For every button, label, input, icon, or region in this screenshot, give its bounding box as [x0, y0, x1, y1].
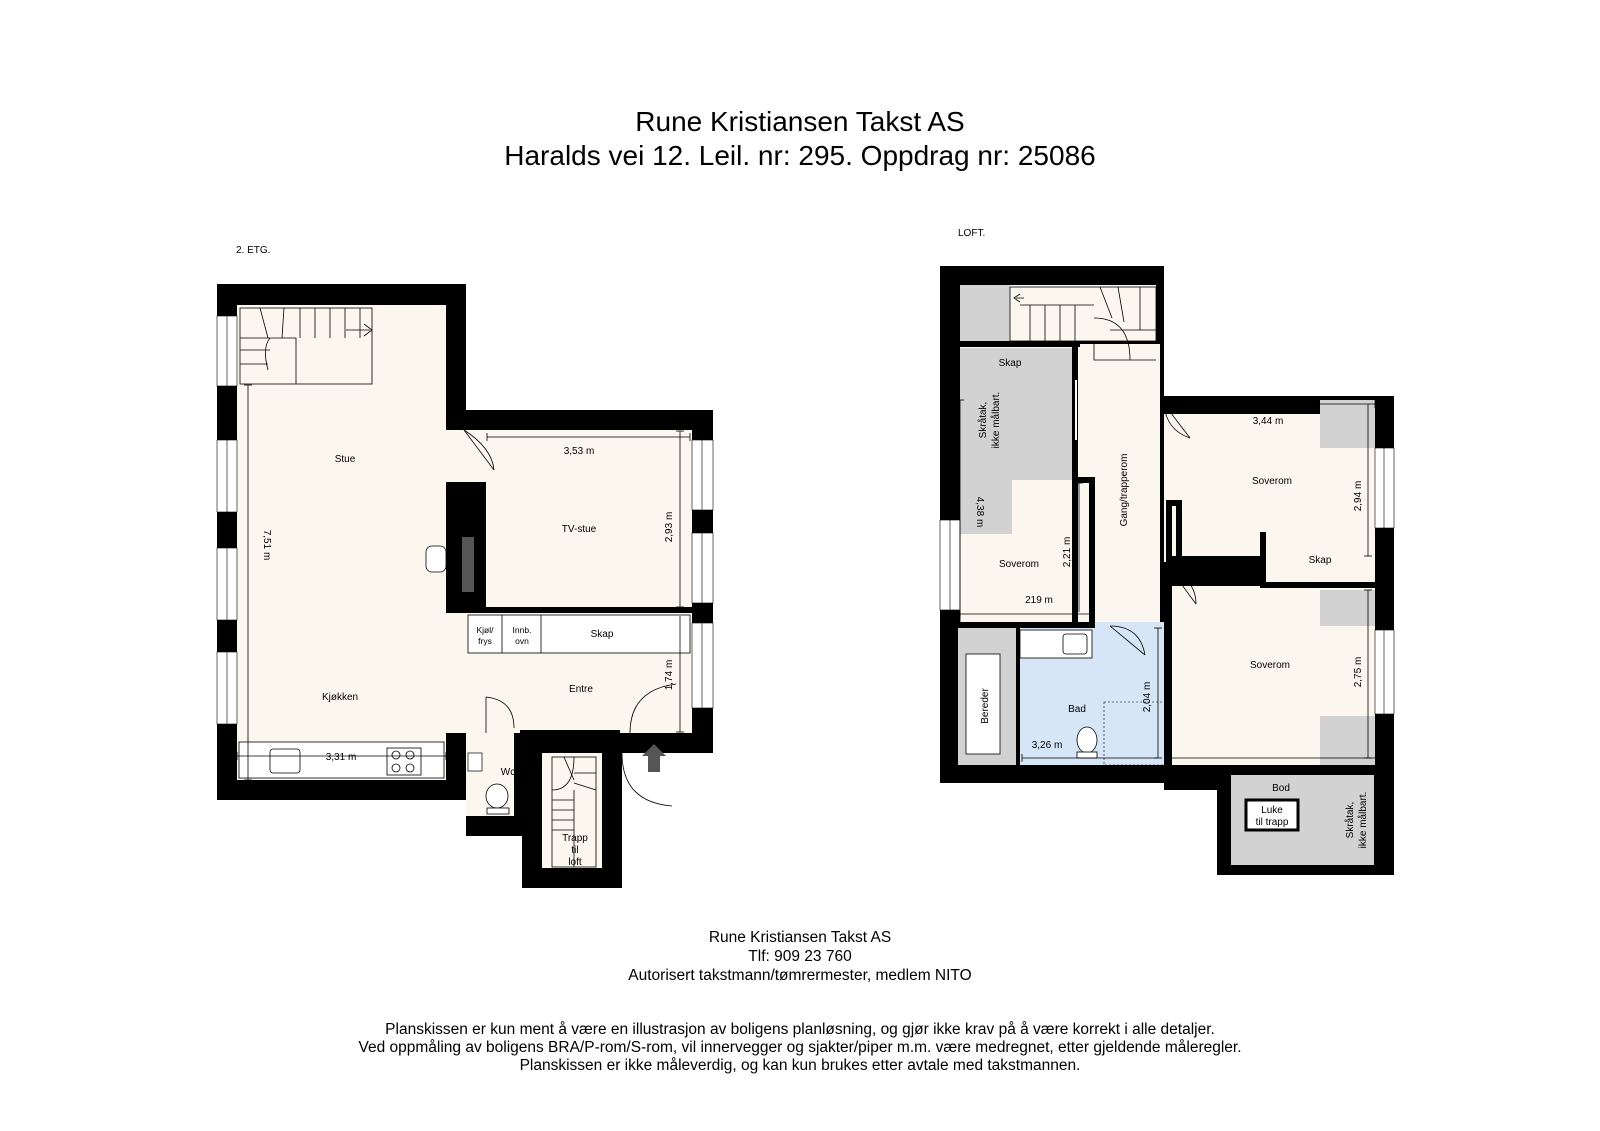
room-wc: Wc: [501, 767, 515, 778]
company-title: Rune Kristiansen Takst AS: [635, 106, 965, 137]
room-tv-stue: TV-stue: [562, 524, 597, 535]
dim-top-right-height: 2,94 m: [1353, 481, 1364, 512]
label-bereder: Bereder: [980, 688, 991, 724]
dim-bottom-right-height: 2,75 m: [1353, 657, 1364, 688]
dim-soverom-left-height: 2,21 m: [1062, 537, 1073, 568]
room-bod: Bod: [1272, 783, 1290, 794]
entre-lower-floor: [520, 700, 620, 733]
label-kjol-1: Kjøl/: [477, 625, 495, 635]
floor-label-loft: LOFT.: [958, 228, 986, 239]
room-gang: Gang/trapperom: [1119, 454, 1130, 527]
label-trapp-1: Trapp: [562, 833, 588, 844]
room-kjokken: Kjøkken: [322, 692, 358, 703]
room-soverom-bottom-right: Soverom: [1250, 660, 1290, 671]
plan-2-etg: [216, 284, 714, 888]
label-kjol-2: frys: [478, 636, 492, 646]
label-innb-2: ovn: [515, 636, 529, 646]
footer-company: Rune Kristiansen Takst AS: [708, 929, 892, 946]
stair-loft: [551, 756, 597, 868]
label-skratak-2: ikke målbart.: [990, 392, 1002, 449]
dim-tv-height: 2,93 m: [664, 512, 675, 543]
label-trapp-2: til: [571, 845, 578, 856]
label-trapp-3: loft: [568, 857, 582, 868]
disclaimer-line-1: Planskissen er kun ment å være en illust…: [385, 1021, 1215, 1038]
dim-bad-height: 2,04 m: [1142, 682, 1153, 713]
label-luke-2: til trapp: [1256, 817, 1289, 828]
dim-soverom-left-width: 219 m: [1025, 595, 1053, 606]
address-title: Haralds vei 12. Leil. nr: 295. Oppdrag n…: [504, 140, 1096, 171]
dim-stue-height: 7,51 m: [261, 530, 272, 561]
disclaimer-line-3: Planskissen er ikke måleverdig, og kan k…: [519, 1057, 1081, 1074]
room-soverom-left: Soverom: [999, 559, 1039, 570]
label-innb-1: Innb.: [513, 625, 532, 635]
room-stue: Stue: [335, 454, 356, 465]
plan-loft: [939, 266, 1395, 875]
tv-stue-floor: [486, 430, 692, 607]
dim-top-right-width: 3,44 m: [1253, 416, 1284, 427]
room-entre: Entre: [569, 684, 593, 695]
label-skratak-bod-2: ikke målbart.: [1357, 792, 1369, 849]
room-skap-right: Skap: [1309, 555, 1332, 566]
footer-cert: Autorisert takstmann/tømrermester, medle…: [628, 967, 972, 984]
footer-phone: Tlf: 909 23 760: [748, 948, 852, 965]
room-skap: Skap: [591, 629, 614, 640]
dim-loft-left-height: 4,38 m: [974, 497, 985, 528]
label-skratak-1: Skråtak,: [977, 402, 989, 439]
stair-stue: [239, 307, 373, 385]
room-skap-loft: Skap: [999, 358, 1022, 369]
label-skratak-bod-1: Skråtak,: [1344, 802, 1356, 839]
dim-bad-width: 3,26 m: [1032, 740, 1063, 751]
dim-entre-height: 1,74 m: [664, 660, 675, 691]
label-luke-1: Luke: [1261, 805, 1283, 816]
dim-tv-width: 3,53 m: [564, 446, 595, 457]
floor-label-2-etg: 2. ETG.: [236, 245, 271, 256]
room-bad: Bad: [1068, 704, 1086, 715]
room-soverom-top-right: Soverom: [1252, 476, 1292, 487]
dim-kjokken-width: 3,31 m: [326, 752, 357, 763]
disclaimer-line-2: Ved oppmåling av boligens BRA/P-rom/S-ro…: [358, 1039, 1242, 1056]
